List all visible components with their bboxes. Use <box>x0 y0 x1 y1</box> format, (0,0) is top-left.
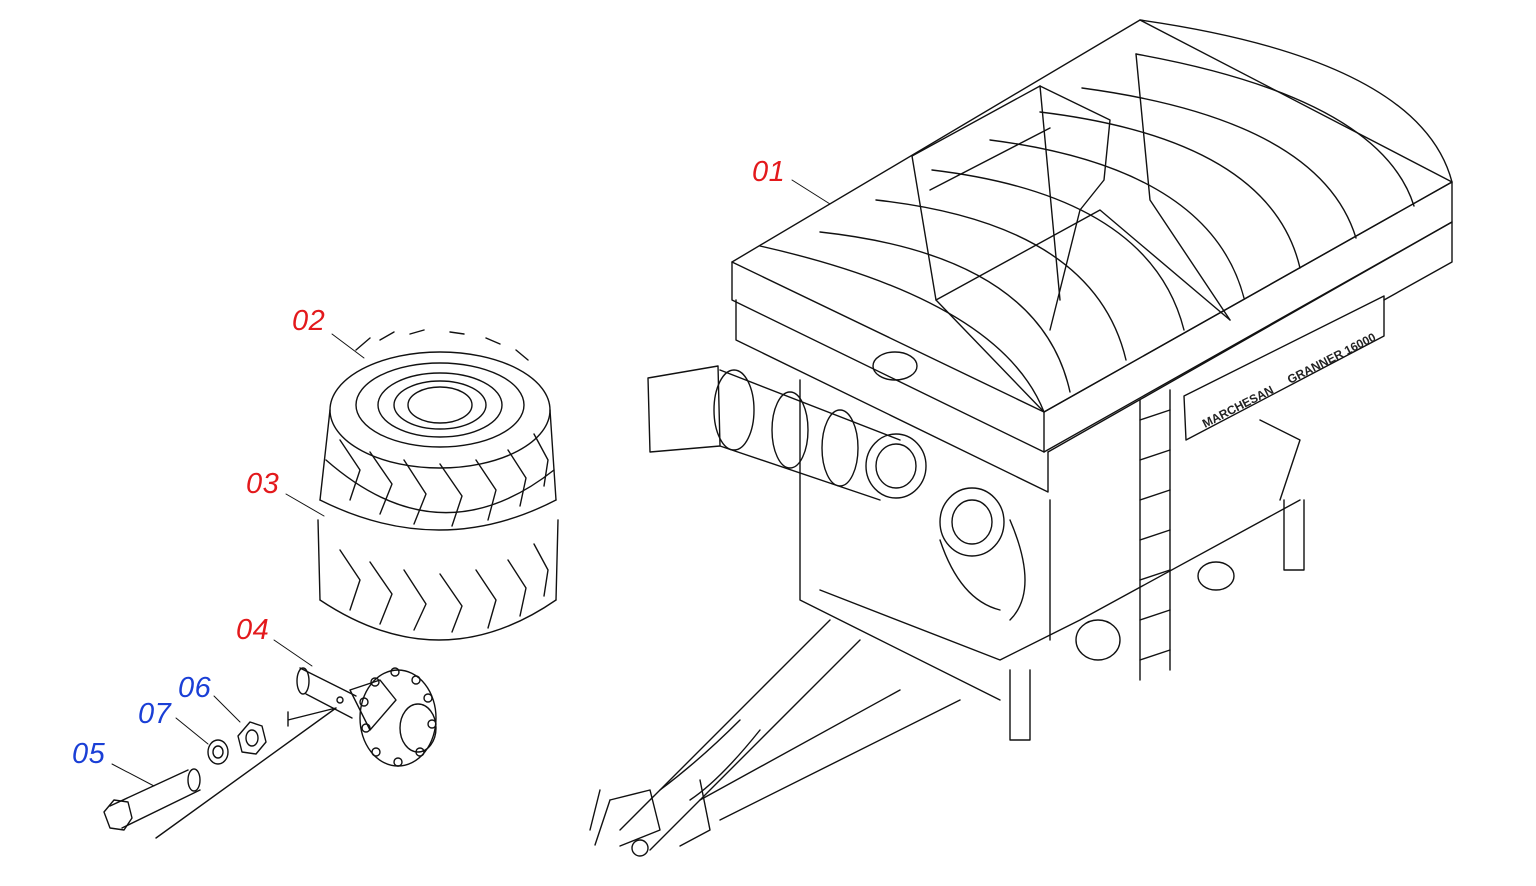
leader-06 <box>213 695 241 723</box>
brand-decal: MARCHESAN <box>1200 383 1276 431</box>
fastener-set <box>103 721 267 831</box>
callout-05: 05 <box>72 738 106 770</box>
leader-02 <box>331 333 365 359</box>
grain-cart: MARCHESAN GRANNER 16000 <box>589 19 1453 857</box>
leader-lines <box>111 179 831 787</box>
leader-07 <box>175 717 209 745</box>
leader-01 <box>791 179 831 205</box>
callout-06: 06 <box>178 672 212 704</box>
callout-02: 02 <box>292 305 326 337</box>
callout-01: 01 <box>752 156 786 188</box>
axle-hub-part <box>155 667 437 839</box>
callout-04: 04 <box>236 614 270 646</box>
tire-stack <box>317 329 559 641</box>
leader-03 <box>285 493 325 517</box>
leader-04 <box>273 639 313 667</box>
callout-07: 07 <box>138 698 172 730</box>
leader-05 <box>111 763 155 787</box>
callout-03: 03 <box>246 468 280 500</box>
